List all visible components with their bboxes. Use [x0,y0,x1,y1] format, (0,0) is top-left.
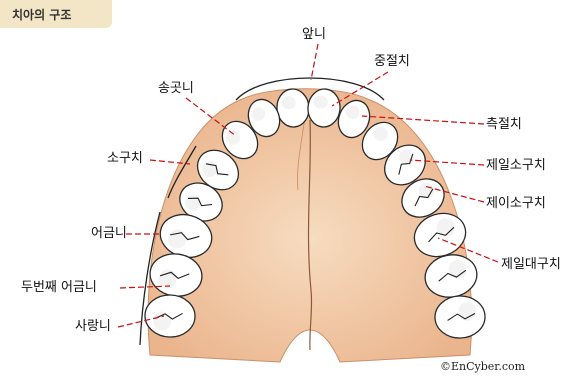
label-wisdom-tooth: 사랑니 [75,320,111,334]
label-second-premolar: 제이소구치 [486,197,546,211]
label-premolars: 소구치 [107,152,143,166]
label-molars: 어금니 [91,227,127,241]
label-incisors: 앞니 [302,28,326,42]
label-lateral-incisor: 측절치 [486,118,522,132]
label-central-incisor: 중절치 [374,55,410,69]
label-first-molar: 제일대구치 [501,258,561,272]
label-canine: 송곳니 [158,82,194,96]
page-title: 치아의 구조 [12,6,71,23]
leader-incisors [311,44,318,80]
label-second-molar: 두번째 어금니 [21,281,97,295]
title-tab: 치아의 구조 [0,0,112,28]
credit-text: ©EnCyber.com [440,360,525,373]
label-first-premolar: 제일소구치 [486,159,546,173]
